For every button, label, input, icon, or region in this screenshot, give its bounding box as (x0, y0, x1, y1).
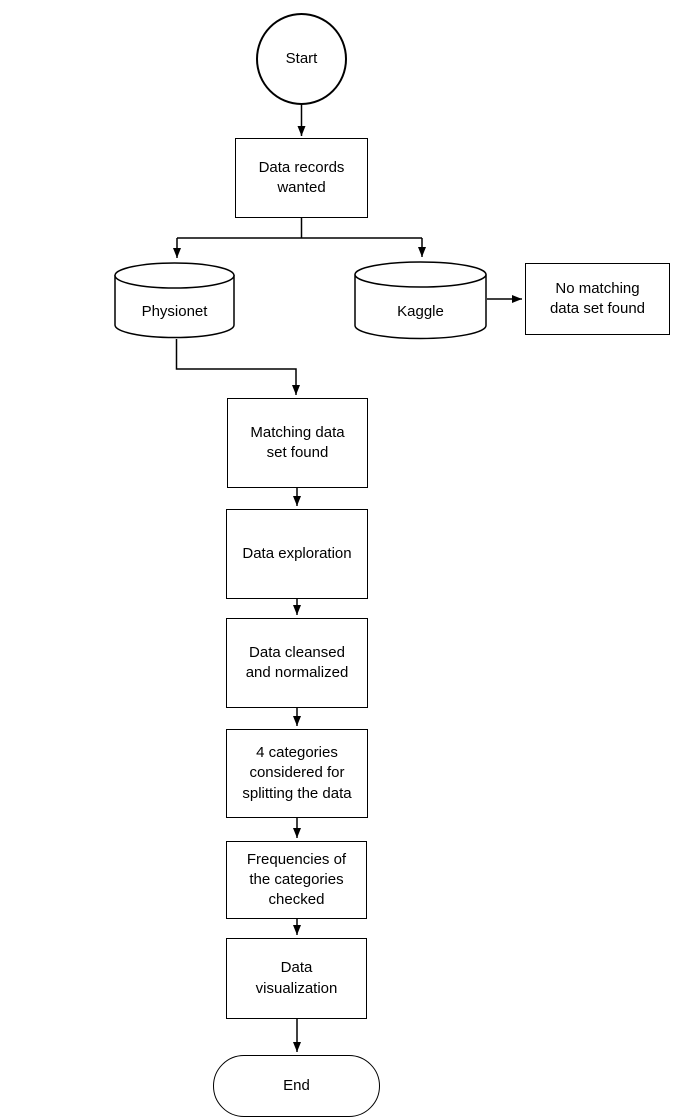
kaggle-database-node: Kaggle (354, 261, 487, 340)
start-node: Start (256, 13, 347, 105)
end-node: End (213, 1055, 380, 1117)
cylinder-shape-icon (354, 261, 487, 340)
frequencies-checked-node: Frequencies of the categories checked (226, 841, 367, 919)
kaggle-label: Kaggle (397, 302, 444, 320)
data-records-wanted-node: Data records wanted (235, 138, 368, 218)
data-exploration-node: Data exploration (226, 509, 368, 599)
data-records-wanted-label: Data records wanted (258, 158, 345, 196)
four-categories-label: 4 categories considered for splitting th… (242, 744, 352, 802)
no-matching-data-set-found-node: No matching data set found (525, 263, 670, 335)
frequencies-checked-label: Frequencies of the categories checked (246, 850, 347, 909)
cylinder-shape-icon (114, 262, 235, 339)
data-cleansed-label: Data cleansed and normalized (245, 643, 349, 681)
end-label: End (283, 1076, 310, 1094)
matching-data-set-found-node: Matching data set found (227, 398, 368, 488)
physionet-label: Physionet (141, 302, 208, 320)
four-categories-node: 4 categories considered for splitting th… (226, 729, 368, 818)
data-cleansed-node: Data cleansed and normalized (226, 618, 368, 708)
physionet-database-node: Physionet (114, 262, 235, 339)
data-exploration-label: Data exploration (242, 544, 352, 562)
matching-data-set-found-label: Matching data set found (250, 423, 345, 461)
data-visualization-label: Data visualization (255, 959, 338, 997)
edge-physionet-to-matching (175, 339, 300, 395)
data-visualization-node: Data visualization (226, 938, 367, 1019)
no-matching-data-set-found-label: No matching data set found (549, 279, 646, 317)
start-label: Start (285, 49, 318, 67)
